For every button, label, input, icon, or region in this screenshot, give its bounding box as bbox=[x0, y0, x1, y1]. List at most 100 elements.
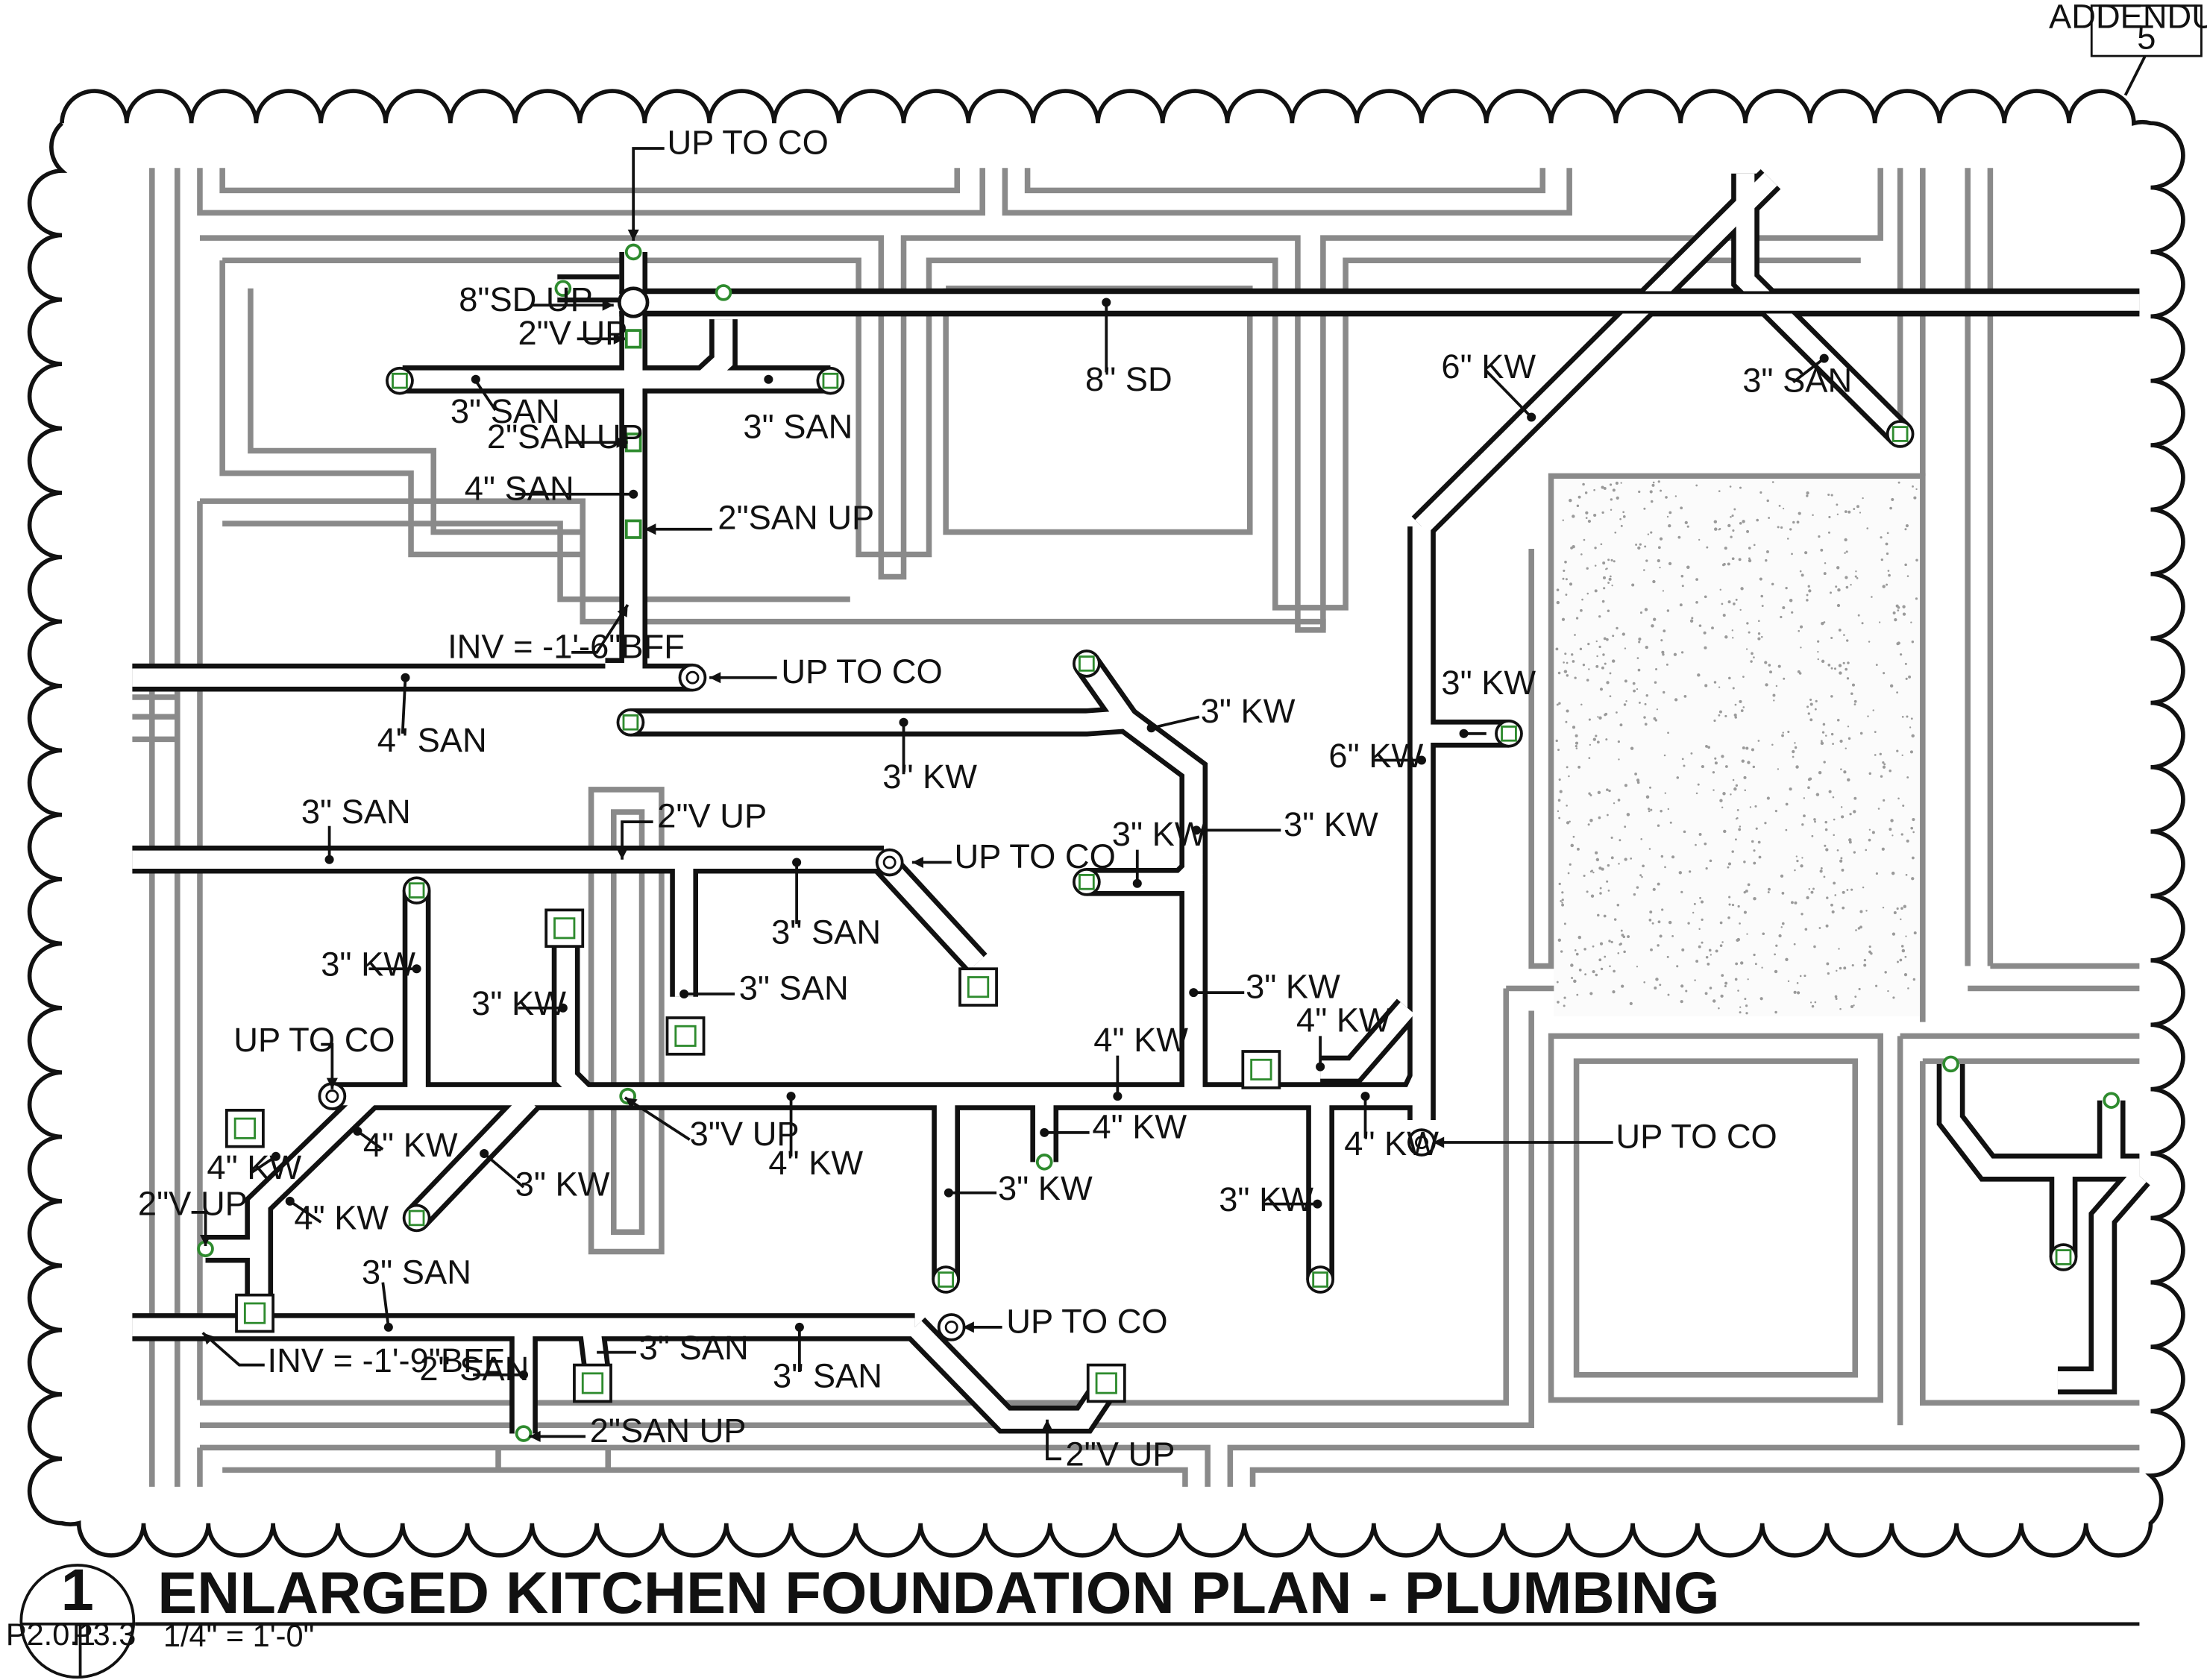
slab-stipple-dot bbox=[1771, 582, 1774, 586]
slab-stipple-dot bbox=[1673, 652, 1677, 656]
slab-stipple-dot bbox=[1833, 834, 1835, 837]
slab-stipple-dot bbox=[1845, 667, 1848, 671]
slab-stipple-dot bbox=[1637, 546, 1641, 550]
slab-stipple-dot bbox=[1815, 699, 1818, 702]
slab-stipple-dot bbox=[1706, 546, 1709, 549]
slab-stipple-dot bbox=[1557, 671, 1561, 675]
slab-stipple-dot bbox=[1768, 664, 1771, 667]
label-kw: 3" KW bbox=[1441, 664, 1536, 702]
slab-stipple-dot bbox=[1814, 708, 1817, 711]
slab-stipple-dot bbox=[1667, 808, 1670, 811]
slab-stipple-dot bbox=[1810, 890, 1814, 894]
label-kw: 4" KW bbox=[207, 1148, 301, 1186]
slab-stipple-dot bbox=[1704, 595, 1707, 599]
slab-stipple-dot bbox=[1891, 871, 1895, 875]
slab-stipple-dot bbox=[1668, 920, 1672, 925]
slab-stipple-dot bbox=[1700, 900, 1704, 904]
slab-stipple-dot bbox=[1875, 664, 1878, 667]
slab-stipple-dot bbox=[1599, 892, 1602, 895]
slab-stipple-dot bbox=[1745, 1004, 1748, 1007]
slab-stipple-dot bbox=[1892, 996, 1895, 999]
slab-stipple-dot bbox=[1877, 808, 1880, 810]
slab-stipple-dot bbox=[1690, 752, 1693, 755]
slab-stipple-dot bbox=[1626, 813, 1630, 817]
slab-stipple-dot bbox=[1887, 990, 1889, 992]
slab-stipple-dot bbox=[1868, 838, 1871, 842]
slab-stipple-dot bbox=[1785, 802, 1789, 806]
slab-stipple-dot bbox=[1911, 856, 1915, 860]
label-san: 3" SAN bbox=[362, 1253, 471, 1292]
cleanout-inner-icon bbox=[685, 670, 700, 685]
slab-stipple-dot bbox=[1737, 990, 1739, 992]
slab-stipple-dot bbox=[1739, 522, 1742, 525]
slab-stipple-dot bbox=[1691, 617, 1694, 620]
pipe-segment-bore bbox=[409, 1094, 536, 1224]
slab-stipple-dot bbox=[1821, 731, 1825, 734]
slab-stipple-dot bbox=[1621, 984, 1624, 988]
pipe-segment-bore bbox=[1320, 1001, 1415, 1079]
label-san: 4" SAN bbox=[465, 469, 574, 507]
slab-stipple-dot bbox=[1796, 520, 1800, 524]
slab-stipple-dot bbox=[1731, 850, 1734, 853]
slab-stipple-dot bbox=[1556, 703, 1559, 706]
floor-drain-icon bbox=[1306, 1265, 1334, 1294]
slab-stipple-dot bbox=[1851, 683, 1855, 687]
slab-stipple-dot bbox=[1698, 928, 1701, 931]
slab-stipple-dot bbox=[1875, 984, 1878, 987]
label-kw: 3" KW bbox=[882, 758, 977, 796]
label-kw: 4" KW bbox=[1296, 1001, 1391, 1039]
slab-stipple-dot bbox=[1890, 819, 1894, 822]
slab-stipple-dot bbox=[1644, 723, 1648, 726]
slab-stipple-dot bbox=[1633, 689, 1636, 693]
slab-stipple-dot bbox=[1897, 481, 1900, 484]
slab-stipple-dot bbox=[1889, 769, 1892, 773]
slab-stipple-dot bbox=[1557, 1001, 1560, 1004]
slab-stipple-dot bbox=[1853, 1004, 1855, 1007]
slab-stipple-dot bbox=[1610, 509, 1613, 511]
slab-stipple-dot bbox=[1637, 668, 1641, 672]
slab-stipple-dot bbox=[1865, 849, 1868, 852]
slab-stipple-dot bbox=[1778, 934, 1782, 938]
slab-stipple-dot bbox=[1753, 861, 1757, 865]
slab-stipple-dot bbox=[1604, 662, 1607, 665]
slab-stipple-dot bbox=[1612, 990, 1616, 994]
slab-stipple-dot bbox=[1746, 622, 1749, 625]
slab-stipple-dot bbox=[1832, 796, 1835, 799]
slab-stipple-dot bbox=[1560, 900, 1562, 902]
slab-stipple-dot bbox=[1912, 817, 1915, 822]
slab-stipple-dot bbox=[1800, 864, 1803, 868]
slab-stipple-dot bbox=[1598, 816, 1601, 819]
slab-stipple-dot bbox=[1836, 503, 1839, 506]
floor-sink-grate-icon bbox=[674, 1025, 697, 1047]
slab-stipple-dot bbox=[1839, 671, 1842, 675]
sheet-ref-left: P2.0.1 bbox=[6, 1617, 95, 1652]
slab-stipple-dot bbox=[1910, 717, 1913, 720]
slab-stipple-dot bbox=[1719, 588, 1721, 591]
slab-stipple-dot bbox=[1689, 870, 1692, 873]
slab-stipple-dot bbox=[1803, 975, 1806, 978]
slab-stipple-dot bbox=[1787, 980, 1790, 983]
slab-stipple-dot bbox=[1828, 515, 1831, 519]
slab-stipple-dot bbox=[1695, 601, 1698, 604]
slab-stipple-dot bbox=[1847, 737, 1851, 740]
floor-drain-grate-icon bbox=[622, 714, 639, 731]
slab-stipple-dot bbox=[1563, 569, 1566, 572]
slab-stipple-dot bbox=[1766, 550, 1769, 553]
slab-stipple-dot bbox=[1595, 664, 1599, 668]
slab-stipple-dot bbox=[1766, 796, 1770, 800]
slab-stipple-dot bbox=[1793, 990, 1797, 994]
slab-stipple-dot bbox=[1585, 511, 1589, 515]
slab-stipple-dot bbox=[1845, 747, 1847, 749]
slab-stipple-dot bbox=[1892, 834, 1894, 837]
slab-stipple-dot bbox=[1678, 871, 1683, 875]
slab-stipple-dot bbox=[1785, 828, 1788, 831]
slab-stipple-dot bbox=[1719, 799, 1723, 802]
label-v-up: 2"V UP bbox=[138, 1185, 248, 1223]
slab-stipple-dot bbox=[1809, 702, 1813, 706]
slab-stipple-dot bbox=[1570, 546, 1573, 550]
slab-stipple-dot bbox=[1630, 857, 1633, 860]
slab-stipple-dot bbox=[1598, 716, 1602, 720]
slab-stipple-dot bbox=[1724, 765, 1728, 768]
slab-stipple-dot bbox=[1693, 902, 1696, 905]
slab-stipple-dot bbox=[1649, 490, 1653, 494]
